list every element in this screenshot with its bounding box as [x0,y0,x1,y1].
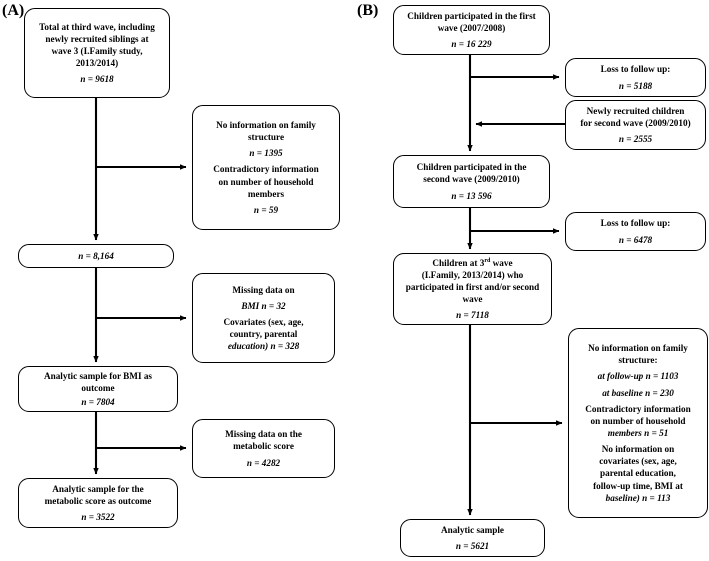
node-second-wave: Children participated in the second wave… [393,155,550,208]
node-line: metabolic score [233,441,294,452]
node-line: covariates (sex, age, [599,456,677,467]
node-newly-recruited-second-wave: Newly recruited children for second wave… [565,100,706,150]
node-line: structure: [618,355,658,366]
node-analytic-sample-bmi: Analytic sample for BMI as outcome n = 7… [18,366,178,412]
node-line: follow-up time, BMI at [593,480,683,491]
node-line: metabolic score as outcome [44,495,152,506]
node-line: newly recruited siblings at [45,33,149,44]
node-line: Missing data on the [225,429,302,440]
node-line: parental education, [600,468,676,479]
node-count: n = 5188 [618,80,653,91]
node-line: Loss to follow up: [600,218,671,229]
node-line: on number of household [590,415,686,426]
node-line: for second wave (2009/2010) [580,117,691,128]
node-line: Covariates (sex, age, [223,316,304,327]
node-count: n = 59 [253,204,279,215]
node-line: (I.Family, 2013/2014) who [421,270,524,281]
node-count: n = 1395 [249,148,283,159]
node-line: Children at 3rd wave [432,257,513,268]
node-exclusion-family-structure-b: No information on family structure: at f… [568,328,708,518]
node-exclusion-missing-metabolic: Missing data on the metabolic score n = … [192,419,335,478]
node-count: n = 8,164 [78,250,114,261]
node-count: members n = 51 [607,428,669,438]
node-line: No information on family [216,120,316,130]
node-total-third-wave: Total at third wave, including newly rec… [24,8,170,98]
node-line: country, parental [229,329,298,340]
node-line: Total at third wave, including [39,21,155,32]
node-line: outcome [81,383,115,394]
node-line: Analytic sample for the [52,483,144,494]
node-analytic-sample-b: Analytic sample n = 5621 [400,519,545,557]
node-line: Loss to follow up: [600,64,671,75]
node-count: n = 4282 [246,457,281,468]
node-line: Contradictory information [213,164,319,175]
node-loss-follow-up-1: Loss to follow up: n = 5188 [565,58,706,97]
node-exclusion-family-structure: No information on family structure n = 1… [192,105,340,230]
node-line: wave (2007/2008) [437,22,506,33]
panel-label-b: (B) [357,2,379,19]
node-line: wave [462,294,483,305]
node-line: Children participated in the first [407,10,536,21]
node-count: at baseline n = 230 [602,387,674,398]
node-count: n = 16 229 [451,39,492,50]
node-line: Analytic sample for BMI as [43,371,153,381]
node-line: on number of household [218,176,314,187]
node-loss-follow-up-2: Loss to follow up: n = 6478 [565,212,706,251]
node-line: No information on family [588,343,688,354]
node-line: members [247,188,285,199]
node-line: Analytic sample [440,524,505,535]
node-line: Children participated in the [416,162,527,173]
node-line: Newly recruited children [586,105,685,116]
node-count: n = 7118 [456,309,489,320]
node-analytic-sample-metabolic: Analytic sample for the metabolic score … [18,478,178,528]
node-count: at follow-up n = 1103 [597,371,679,382]
node-count: n = 5621 [455,541,490,551]
node-count: n = 3522 [81,512,115,523]
node-count: n = 2555 [618,134,653,145]
node-count: n = 6478 [618,234,653,245]
node-exclusion-missing-bmi: Missing data on BMI n = 32 Covariates (s… [192,273,335,363]
node-line: second wave (2009/2010) [423,174,520,185]
node-count: BMI n = 32 [241,300,286,311]
node-count: n = 9618 [80,74,114,85]
node-remaining-8164: n = 8,164 [18,244,174,268]
node-line: No information on [601,444,675,455]
node-line: 2013/2014) [75,58,119,69]
panel-label-a: (A) [2,2,25,19]
node-line: Missing data on [232,284,295,295]
node-count: education) n = 328 [227,341,300,352]
node-line: wave 3 (I.Family study, [51,45,143,56]
node-count: n = 7804 [81,396,115,407]
node-line: structure [247,132,285,143]
node-count: baseline) n = 113 [605,492,671,503]
node-first-wave: Children participated in the first wave … [393,5,550,55]
node-line: Contradictory information [585,403,691,414]
node-count: n = 13 596 [451,190,492,201]
node-line: participated in first and/or second [405,282,540,293]
node-third-wave: Children at 3rd wave (I.Family, 2013/201… [393,253,552,325]
